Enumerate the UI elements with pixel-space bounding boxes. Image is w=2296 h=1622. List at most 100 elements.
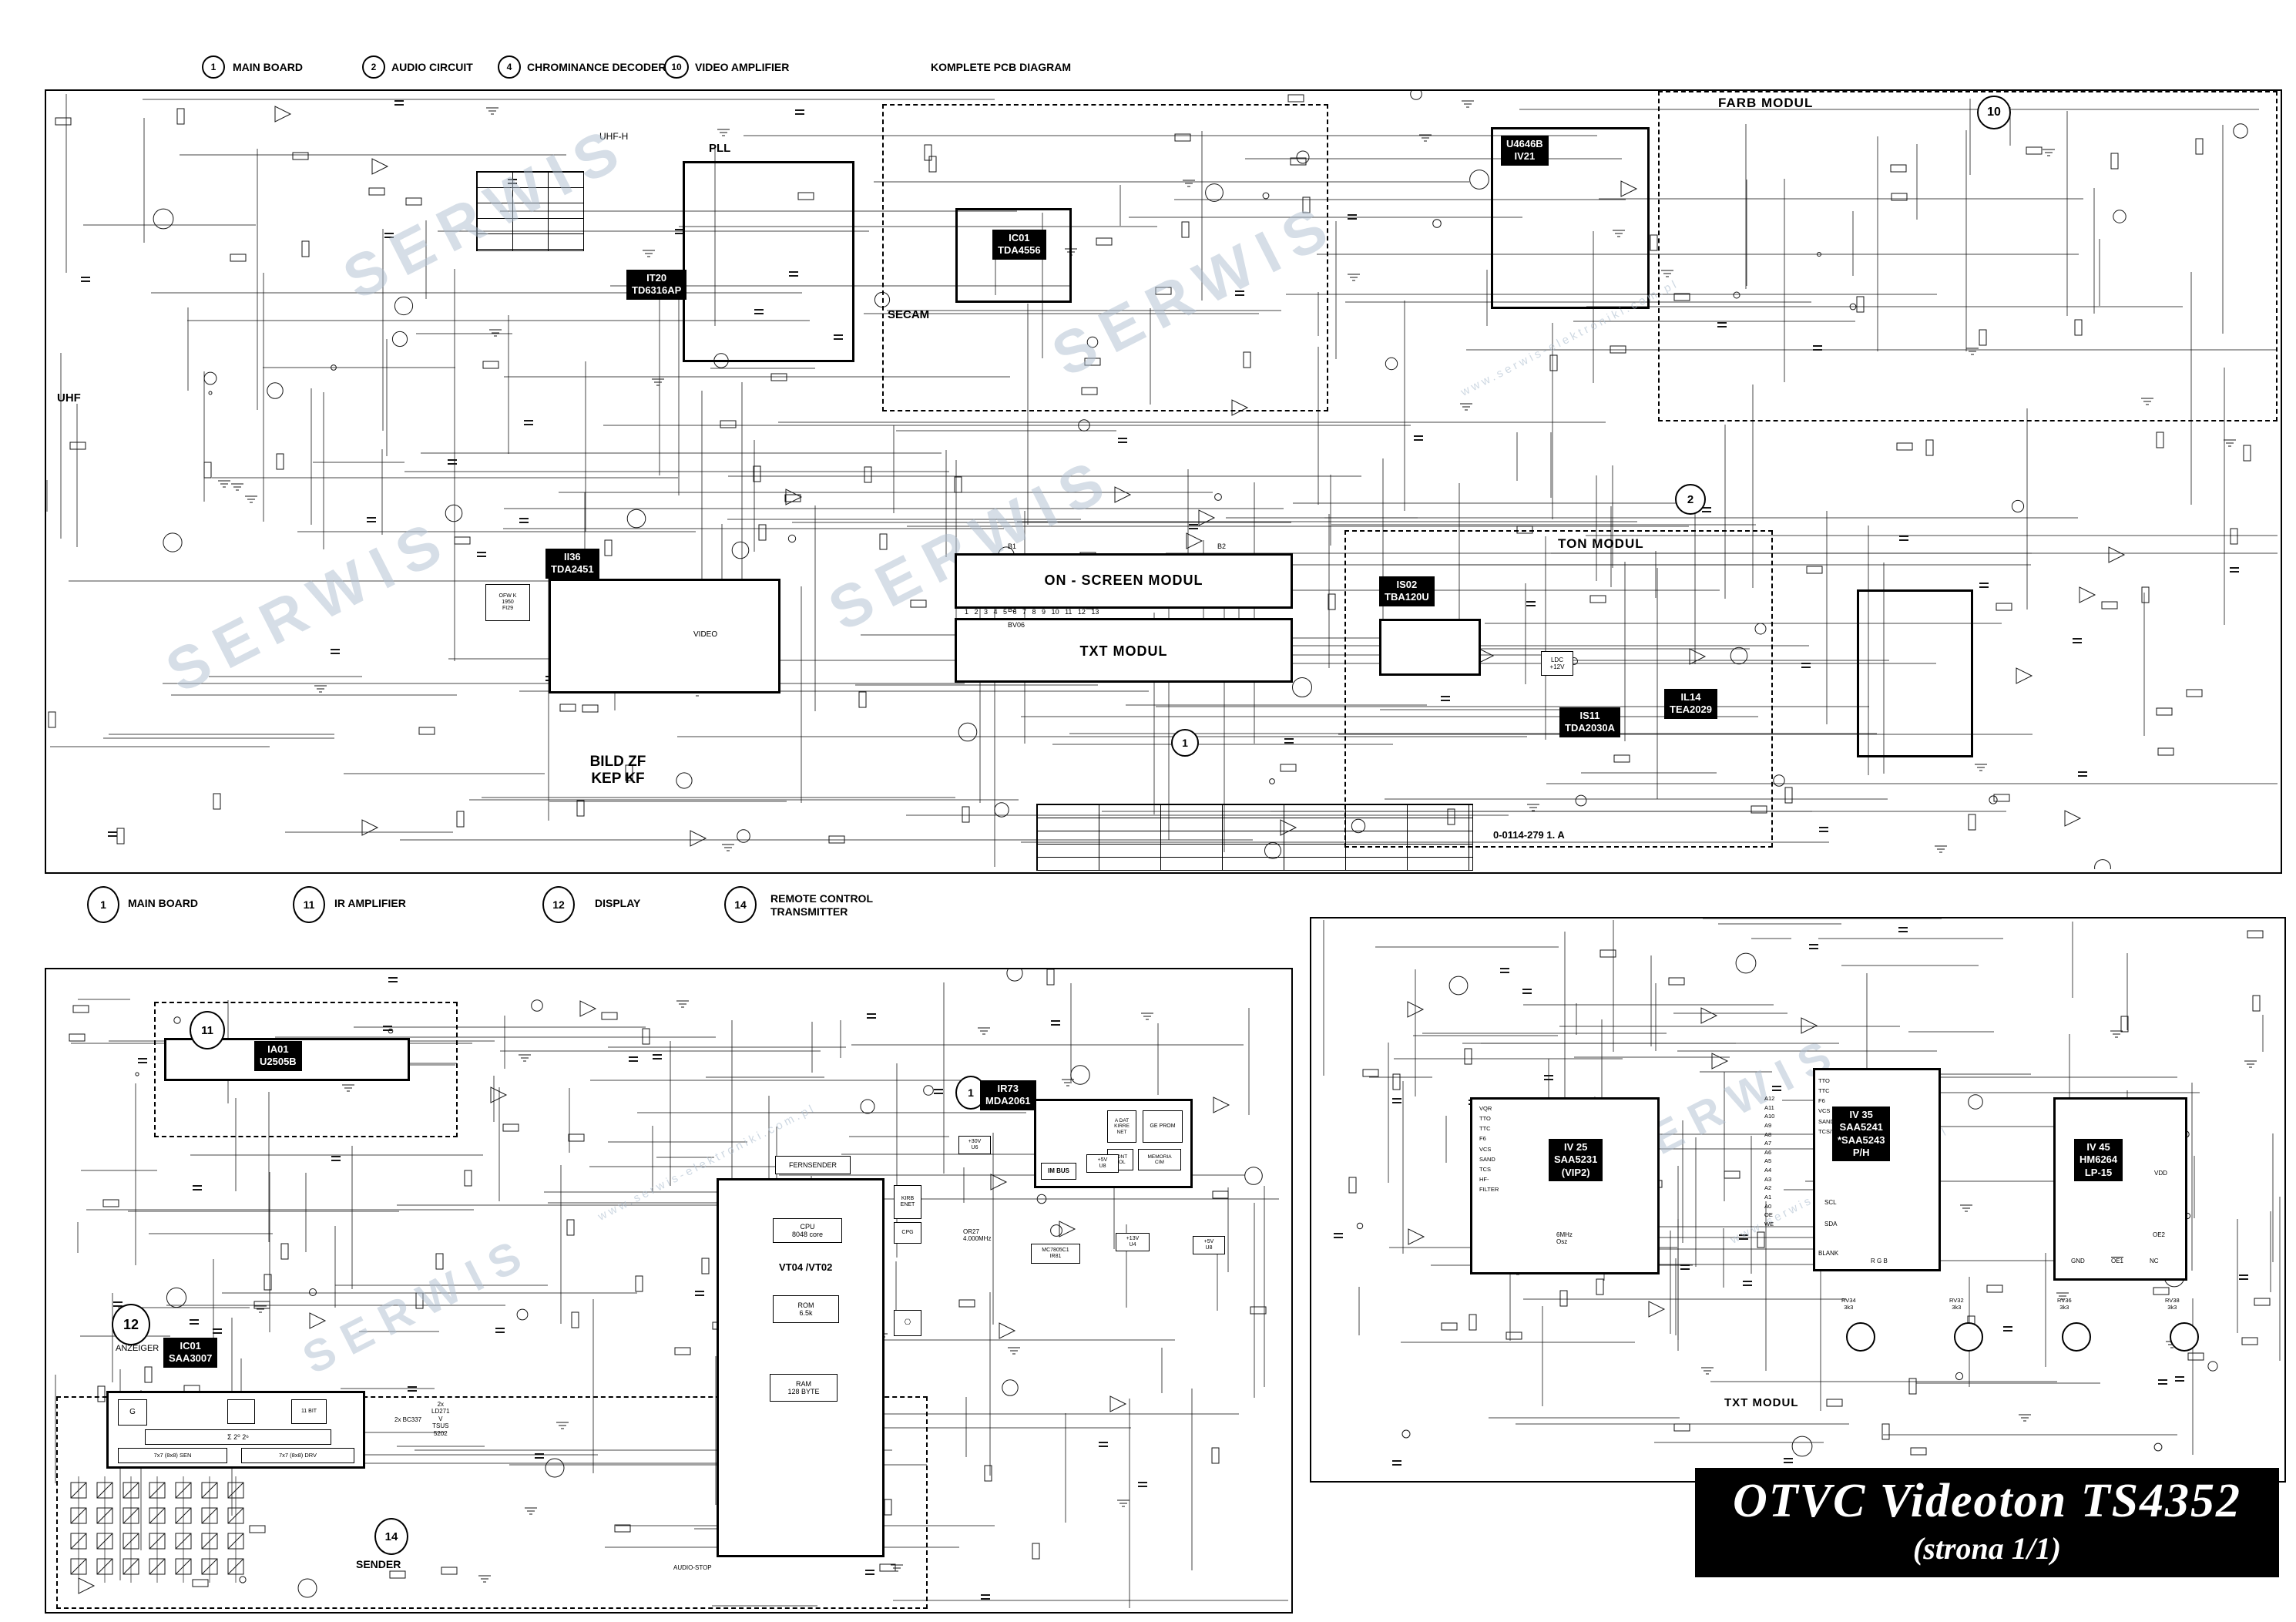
connector-ref: B1	[1008, 542, 1017, 550]
ic-box-iv45	[2053, 1097, 2187, 1281]
legend-label: VIDEO AMPLIFIER	[695, 61, 790, 73]
secam-module-outline	[882, 104, 1328, 411]
bild-zf-label: BILD ZF KEP KF	[589, 754, 646, 787]
section-ref-11: 11	[190, 1011, 225, 1049]
sen-block: 7x7 (8x8) SEN	[118, 1448, 227, 1463]
ic-part: TEA2029	[1670, 704, 1712, 716]
ic-label-iv35: IV 35 SAA5241 *SAA5243 P/H	[1832, 1107, 1891, 1161]
adat-block: A DAT KIRRE NET	[1107, 1110, 1136, 1143]
ic-label-iv25: IV 25 SAA5231 (VIP2)	[1549, 1139, 1603, 1181]
pll-label: PLL	[709, 142, 731, 155]
pot-label: RV36 3k3	[2057, 1297, 2072, 1311]
uhf-label: UHF	[57, 391, 81, 405]
legend-label: REMOTE CONTROL TRANSMITTER	[770, 892, 873, 918]
legend-ref-14: 14	[724, 886, 757, 923]
vdd-label: VDD	[2154, 1170, 2167, 1177]
regulator-block: MC7805C1 IR81	[1031, 1244, 1080, 1264]
ic-box-is02	[1379, 619, 1481, 676]
tuner-band-table	[476, 171, 584, 251]
txt-module-label: TXT MODUL	[1079, 643, 1168, 659]
ic-box-ii36	[549, 579, 780, 693]
potentiometer	[2170, 1322, 2199, 1352]
txt-module-box: TXT MODUL	[955, 618, 1293, 683]
ldc-flag: LDC +12V	[1541, 651, 1573, 676]
remote-board-section	[45, 968, 1293, 1614]
cpu-block: CPU 8048 core	[773, 1218, 842, 1243]
channel-table	[1036, 804, 1473, 871]
gnd-label: GND	[2071, 1258, 2085, 1264]
ic-id: IT20	[646, 272, 667, 284]
power-flag: +5V U8	[1193, 1236, 1225, 1254]
ic-box-u4646b	[1491, 127, 1650, 309]
bc337-label: 2x BC337	[394, 1416, 422, 1423]
ram-block: RAM 128 BYTE	[770, 1374, 838, 1402]
section-ref-1: 1	[1171, 729, 1199, 757]
ton-module-label: TON MODUL	[1558, 536, 1644, 551]
connector-pin-numbers: 1 2 3 4 5 6 7 8 9 10 11 12 13	[965, 608, 1099, 616]
display-driver-box: G 11 BIT Σ 2⁰ 2⁶ 7x7 (8x8) SEN 7x7 (8x8)…	[106, 1391, 365, 1469]
diagram-note: KOMPLETE PCB DIAGRAM	[931, 61, 1071, 73]
rom-block: ROM 6.5k	[773, 1295, 839, 1323]
section-ref-10: 10	[1977, 96, 2011, 129]
fernsender-block: FERNSENDER	[775, 1156, 851, 1174]
ic-id: IC01	[180, 1340, 201, 1352]
ic-id: U4646B	[1506, 138, 1543, 149]
video-label: VIDEO	[693, 630, 718, 639]
ic-part: MDA2061	[985, 1095, 1031, 1107]
bit11-block: 11 BIT	[291, 1399, 327, 1424]
farb-module-label: FARB MODUL	[1718, 96, 1814, 110]
legend-ref-1: 1	[202, 55, 225, 79]
legend-label: AUDIO CIRCUIT	[391, 61, 473, 73]
section-ref-12: 12	[112, 1304, 150, 1345]
potentiometer	[2062, 1322, 2091, 1352]
legend-label: MAIN BOARD	[128, 897, 198, 909]
ic-id: IC01	[1009, 232, 1030, 243]
ic-id: IR73	[997, 1083, 1019, 1094]
txt-modul-label: TXT MODUL	[1724, 1396, 1799, 1409]
legend-ref-4: 4	[498, 55, 521, 79]
ofw-filter: OFW K 1950 FI29	[485, 584, 530, 621]
main-board-section	[45, 89, 2282, 874]
legend-label: CHROMINANCE DECODER	[527, 61, 666, 73]
clock-block: ⎔	[894, 1310, 921, 1336]
power-flag: +13V U4	[1116, 1233, 1150, 1251]
legend-label: DISPLAY	[595, 897, 641, 909]
crystal-label: OR27 4.000MHz	[963, 1228, 992, 1243]
legend-ref-11: 11	[293, 886, 325, 923]
uhf-h-label: UHF-H	[599, 131, 629, 142]
g-block: G	[118, 1399, 147, 1426]
farb-module-outline	[1658, 91, 2278, 421]
blank-label: BLANK	[1818, 1250, 1839, 1257]
ic-id: IA01	[267, 1043, 289, 1055]
iv35-pin-names: TTO TTC F6 VCS SAND TCS/SCS	[1818, 1077, 1844, 1135]
eeprom-block: GE PROM	[1143, 1110, 1183, 1143]
ic-part: IV21	[1514, 150, 1536, 163]
ir-amp-outline	[154, 1002, 458, 1137]
ton-module-outline	[1344, 530, 1773, 848]
power-flag: +30V U6	[958, 1136, 991, 1154]
ic-part: U2505B	[260, 1056, 297, 1068]
section-ref-14: 14	[374, 1518, 408, 1555]
title-block: OTVC Videoton TS4352 (strona 1/1)	[1695, 1468, 2279, 1577]
cpu-module-box: CPU 8048 core VT04 /VT02 ROM 6.5k RAM 12…	[717, 1178, 884, 1557]
oe1-label: OE1	[2111, 1258, 2124, 1264]
connector-ref: B3	[1008, 606, 1017, 613]
keyboard-outline	[56, 1396, 928, 1609]
ic-label-iv45: IV 45 HM6264 LP-15	[2074, 1139, 2123, 1181]
memoria-block: MEMORIA CIM	[1138, 1149, 1181, 1170]
legend-ref-1: 1	[87, 886, 119, 923]
vt04-label: VT04 /VT02	[779, 1261, 833, 1273]
drawing-number: 0-0114-279 1. A	[1493, 829, 1565, 841]
deflection-ic-box	[1857, 589, 1973, 757]
scl-label: SCL	[1824, 1199, 1837, 1206]
